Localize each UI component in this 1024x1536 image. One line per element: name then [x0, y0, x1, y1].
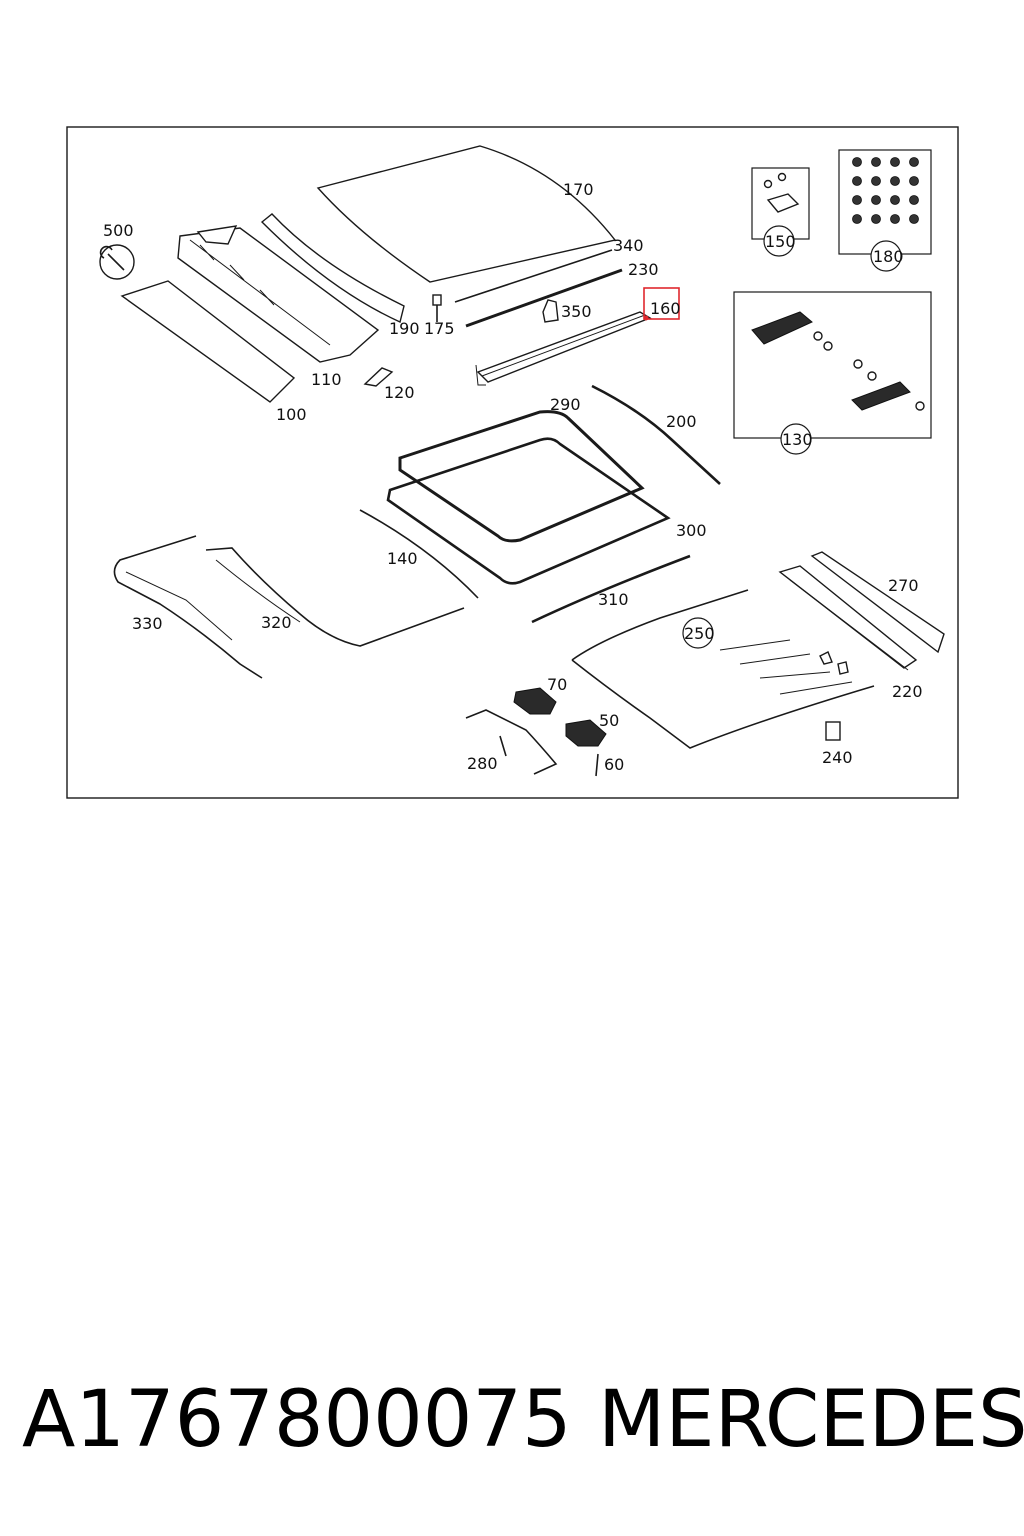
part-240	[825, 721, 841, 741]
label-70: 70	[547, 675, 567, 694]
sunshade-250	[571, 589, 875, 749]
label-120: 120	[384, 383, 415, 402]
label-180: 180	[873, 247, 904, 266]
highlight-box-160	[643, 287, 680, 320]
module-50	[565, 719, 607, 747]
screw-60	[595, 753, 599, 777]
label-160: 160	[650, 299, 681, 318]
label-190: 190	[389, 319, 420, 338]
brand-name: MERCEDES	[598, 1375, 1024, 1465]
sunroof-exploded-diagram: 500 170 340 230 350 160 190 175 110 120 …	[66, 126, 959, 799]
label-230: 230	[628, 260, 659, 279]
deflector-panel-100	[120, 280, 296, 403]
front-trim-190	[260, 213, 405, 323]
cable-330	[113, 535, 263, 679]
label-130: 130	[782, 430, 813, 449]
label-270: 270	[888, 576, 919, 595]
seal-frame-300	[386, 437, 671, 585]
part-number: A1767800075	[22, 1375, 572, 1465]
label-150: 150	[765, 232, 796, 251]
seal-strip-140	[359, 509, 479, 599]
guide-rail-270	[810, 551, 945, 654]
box-130	[733, 291, 932, 439]
label-350: 350	[561, 302, 592, 321]
label-200: 200	[666, 412, 697, 431]
grommet-set	[852, 157, 919, 224]
clip-350	[542, 299, 559, 323]
label-330: 330	[132, 614, 163, 633]
front-frame-110	[177, 225, 380, 363]
label-320: 320	[261, 613, 292, 632]
label-500: 500	[103, 221, 134, 240]
cable-320	[205, 547, 465, 647]
wind-deflector-160	[475, 311, 652, 386]
label-250: 250	[684, 624, 715, 643]
seal-strip-200	[591, 384, 721, 485]
seal-strip-310	[531, 554, 691, 624]
diagram-frame	[66, 126, 959, 799]
caption-bar: A1767800075 MERCEDES	[0, 1370, 1024, 1480]
label-280: 280	[467, 754, 498, 773]
label-290: 290	[550, 395, 581, 414]
label-140: 140	[387, 549, 418, 568]
module-70	[513, 687, 557, 715]
label-110: 110	[311, 370, 342, 389]
label-220: 220	[892, 682, 923, 701]
roof-glass-panel	[316, 145, 617, 283]
seal-frame-290	[398, 410, 645, 543]
label-50: 50	[599, 711, 619, 730]
label-340: 340	[613, 236, 644, 255]
seal-strip-340	[454, 249, 613, 303]
tool-500	[99, 244, 135, 280]
seal-strip-230	[465, 268, 623, 328]
label-170: 170	[563, 180, 594, 199]
label-300: 300	[676, 521, 707, 540]
label-175: 175	[424, 319, 455, 338]
label-310: 310	[598, 590, 629, 609]
label-240: 240	[822, 748, 853, 767]
screw-175	[432, 294, 442, 322]
bracket-120	[363, 367, 394, 387]
label-100: 100	[276, 405, 307, 424]
label-60: 60	[604, 755, 624, 774]
harness-280	[465, 709, 558, 775]
